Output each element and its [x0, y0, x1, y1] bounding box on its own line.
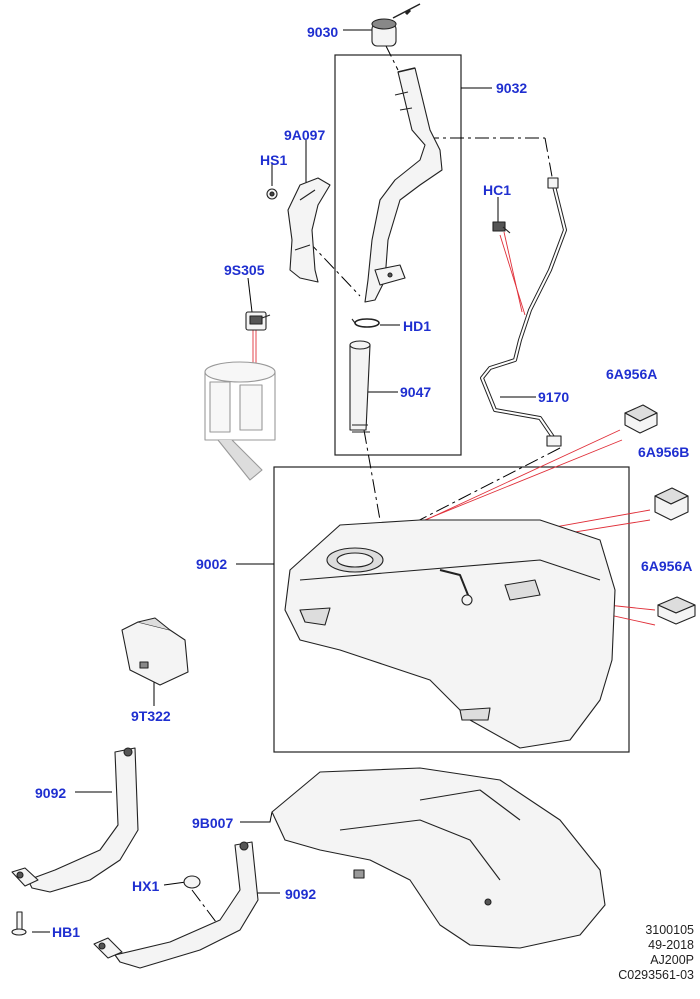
- label-9t322: 9T322: [131, 708, 171, 724]
- label-9s305: 9S305: [224, 262, 265, 278]
- label-9092-lower: 9092: [285, 886, 317, 902]
- filler-bracket: [287, 177, 331, 283]
- insulator-block-6a956b: [654, 487, 689, 521]
- label-9a097: 9A097: [284, 127, 326, 143]
- fuel-tank-group-frame: [273, 466, 630, 753]
- screw-hs1: [266, 188, 278, 200]
- label-hb1: HB1: [52, 924, 81, 940]
- label-6a956b: 6A956B: [638, 444, 690, 460]
- label-9092-upper: 9092: [35, 785, 67, 801]
- footer-reference: 3100105 49-2018 AJ200P C0293561-03: [618, 923, 694, 983]
- filler-pipe: [364, 67, 443, 303]
- sensor-connector: [245, 311, 271, 331]
- label-9002: 9002: [196, 556, 228, 572]
- fuel-pump-module: [204, 361, 276, 481]
- filler-cap: [371, 3, 421, 47]
- label-9047: 9047: [400, 384, 432, 400]
- clip-hc1: [492, 221, 511, 234]
- heat-shield: [271, 767, 606, 949]
- label-6a956a-bottom: 6A956A: [641, 558, 693, 574]
- assembly-lines: [191, 43, 561, 931]
- nut-hx1: [183, 875, 201, 889]
- tank-strap-lower: [93, 841, 259, 969]
- filler-pipe-group-frame: [334, 54, 462, 456]
- leader-lines: [32, 29, 536, 933]
- footer-line-3: AJ200P: [650, 953, 694, 967]
- control-module: [121, 617, 189, 686]
- fuel-tank: [284, 519, 616, 749]
- filler-hose: [349, 340, 371, 433]
- label-hd1: HD1: [403, 318, 432, 334]
- bolt-hb1: [11, 911, 27, 936]
- label-9030: 9030: [307, 24, 339, 40]
- label-6a956a-top: 6A956A: [606, 366, 658, 382]
- label-hx1: HX1: [132, 878, 160, 894]
- insulator-pad-6a956a-top: [624, 404, 658, 434]
- label-hc1: HC1: [483, 182, 512, 198]
- insulator-pad-6a956a-bottom: [657, 596, 696, 625]
- footer-line-4: C0293561-03: [618, 968, 694, 982]
- footer-line-1: 3100105: [645, 923, 694, 937]
- label-9b007: 9B007: [192, 815, 234, 831]
- label-9032: 9032: [496, 80, 528, 96]
- footer-line-2: 49-2018: [648, 938, 694, 952]
- label-9170: 9170: [538, 389, 570, 405]
- vent-pipe: [480, 177, 567, 447]
- hose-clamp-hd1: [351, 318, 380, 328]
- tank-strap-upper: [11, 747, 139, 893]
- label-hs1: HS1: [260, 152, 288, 168]
